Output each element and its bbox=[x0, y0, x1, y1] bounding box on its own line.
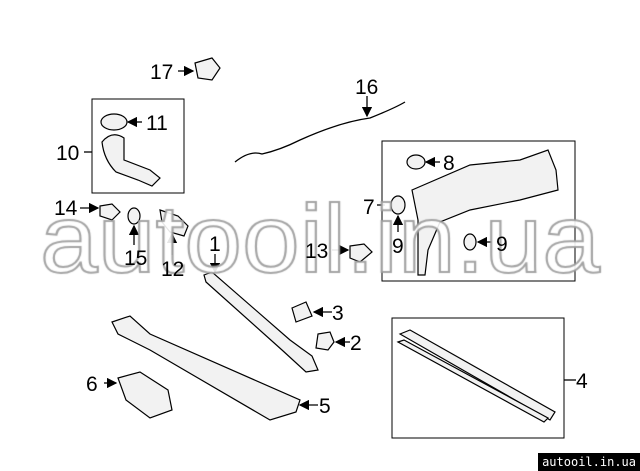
callout-2: 2 bbox=[350, 332, 362, 355]
callout-11: 11 bbox=[146, 112, 168, 135]
callout-9-left: 9 bbox=[392, 235, 404, 258]
callout-4: 4 bbox=[576, 370, 588, 393]
callout-10: 10 bbox=[56, 142, 79, 165]
callout-6: 6 bbox=[86, 373, 98, 396]
callout-5: 5 bbox=[319, 395, 331, 418]
callout-3: 3 bbox=[332, 302, 344, 325]
callout-8: 8 bbox=[443, 152, 455, 175]
callout-1: 1 bbox=[209, 233, 221, 256]
callout-17: 17 bbox=[150, 61, 173, 84]
callout-7: 7 bbox=[363, 196, 375, 219]
callout-12: 12 bbox=[161, 258, 184, 281]
callout-16: 16 bbox=[355, 76, 378, 99]
callout-13: 13 bbox=[305, 240, 328, 263]
callout-14: 14 bbox=[54, 197, 78, 220]
site-badge: autooil.in.ua bbox=[538, 453, 640, 471]
callout-15: 15 bbox=[124, 247, 147, 270]
callout-9-right: 9 bbox=[496, 233, 508, 256]
